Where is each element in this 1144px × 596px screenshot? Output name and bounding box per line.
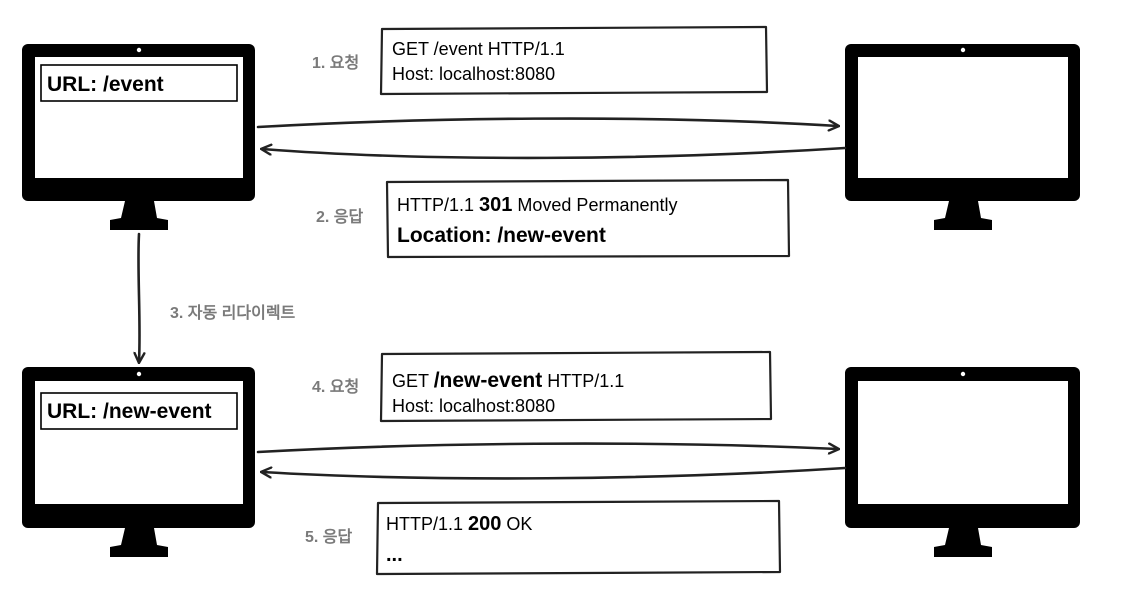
response-arrow-bottom [262, 468, 847, 480]
client-monitor-top: URL: /event [22, 44, 255, 230]
request-version: HTTP/1.1 [542, 371, 624, 391]
redirect-arrow [138, 232, 139, 362]
request-step-1: 1. 요청 [312, 53, 359, 72]
response-arrow-top [262, 148, 847, 160]
status-line-prefix: HTTP/1.1 [397, 195, 479, 215]
request-box-4 [379, 350, 773, 423]
response-step-5: 5. 응답 [305, 527, 353, 546]
response-box-5 [375, 499, 782, 576]
status-line-suffix-5: OK [501, 514, 532, 534]
status-line-suffix: Moved Permanently [512, 195, 677, 215]
request-host-1: Host: localhost:8080 [392, 64, 555, 84]
request-path-new-event: /new-event [434, 369, 543, 392]
response-status-2: HTTP/1.1 301 Moved Permanently [397, 194, 677, 216]
request-arrow-bottom [256, 442, 838, 452]
status-line-prefix-5: HTTP/1.1 [386, 514, 468, 534]
request-step-4: 4. 요청 [312, 377, 359, 396]
url-label-bottom: URL: /new-event [47, 400, 212, 423]
request-line-4: GET /new-event HTTP/1.1 [392, 369, 624, 392]
response-box-2 [385, 178, 791, 259]
client-monitor-bottom: URL: /new-event [22, 367, 255, 557]
response-status-5: HTTP/1.1 200 OK [386, 513, 532, 535]
request-line-1: GET /event HTTP/1.1 [392, 39, 565, 59]
location-header: Location: /new-event [397, 224, 606, 247]
request-host-4: Host: localhost:8080 [392, 396, 555, 416]
request-arrow-top [256, 117, 838, 127]
url-bar-top [40, 64, 238, 102]
server-monitor-top [845, 44, 1080, 230]
request-method: GET [392, 371, 434, 391]
status-code-200: 200 [468, 513, 501, 535]
response-step-2: 2. 응답 [316, 207, 364, 226]
request-box-1 [379, 25, 769, 96]
status-code-301: 301 [479, 194, 512, 216]
server-monitor-bottom [845, 367, 1080, 557]
redirect-step-3: 3. 자동 리다이렉트 [170, 304, 296, 322]
url-bar-bottom [40, 392, 238, 430]
response-ellipsis: ... [386, 544, 403, 566]
url-label-top: URL: /event [47, 73, 164, 96]
